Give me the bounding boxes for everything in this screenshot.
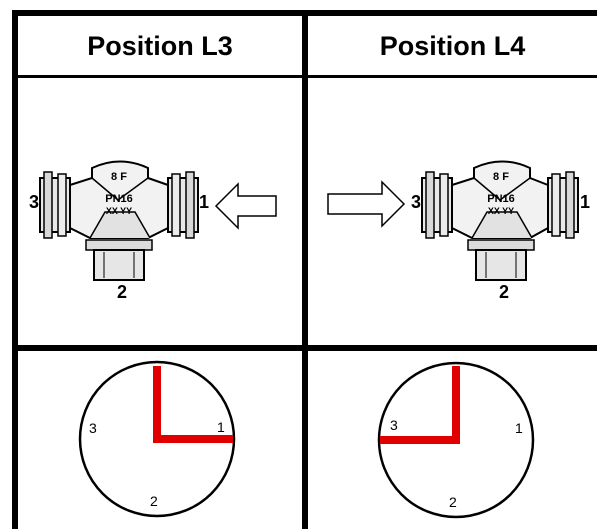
dial-l4-label-left: 3 xyxy=(390,417,398,433)
table-divider-center xyxy=(302,10,308,529)
valve-body-l4 xyxy=(421,160,579,281)
valve-l3-port-bottom: 2 xyxy=(117,282,127,302)
header-position-l3: Position L3 xyxy=(87,30,233,61)
valve-l4-code-mark: XX YY xyxy=(488,206,514,216)
valve-l4-port-left: 3 xyxy=(411,192,421,212)
dial-l4-label-right: 1 xyxy=(515,420,523,436)
dial-l3-flow-path xyxy=(153,366,233,443)
valve-l3-code-mark: XX YY xyxy=(106,206,132,216)
valve-l3-port-left: 3 xyxy=(29,192,39,212)
valve-body-l3 xyxy=(39,160,199,281)
dial-l3-label-bottom: 2 xyxy=(150,493,158,509)
valve-l3-pressure-mark: PN16 xyxy=(105,193,133,205)
dial-l3-label-right: 1 xyxy=(217,419,225,435)
valve-l4-port-bottom: 2 xyxy=(499,282,509,302)
valve-l4-pressure-mark: PN16 xyxy=(487,193,515,205)
dial-l4-flow-path xyxy=(380,366,460,444)
dial-l3-label-left: 3 xyxy=(89,420,97,436)
dial-l4-label-bottom: 2 xyxy=(449,494,457,510)
valve-l3-top-mark: 8 F xyxy=(111,171,127,183)
table-divider-row xyxy=(12,345,597,351)
table-border-left xyxy=(12,10,18,529)
valve-l3-port-right: 1 xyxy=(199,192,209,212)
table-divider-header xyxy=(12,75,597,78)
valve-l4-top-mark: 8 F xyxy=(493,171,509,183)
valve-l4-port-right: 1 xyxy=(580,192,590,212)
header-position-l4: Position L4 xyxy=(379,30,526,61)
